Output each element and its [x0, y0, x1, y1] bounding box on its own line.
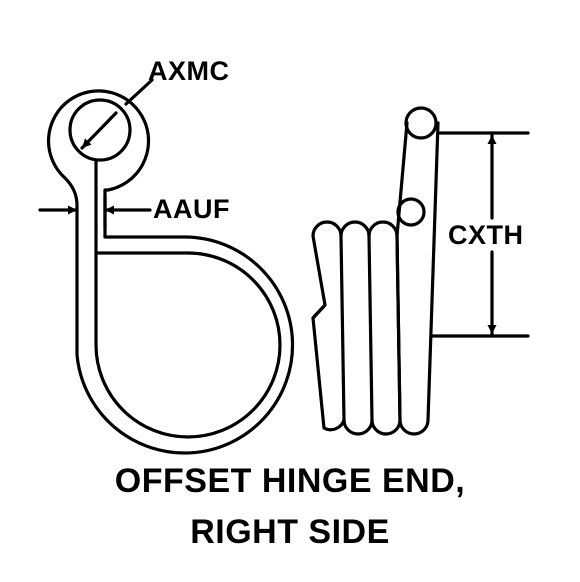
coil-4	[395, 121, 440, 436]
axmc-label: AXMC	[148, 56, 230, 86]
coil-1-break	[311, 303, 327, 320]
wire-end-middle	[396, 197, 426, 227]
caption-line-1: OFFSET HINGE END,	[114, 462, 466, 500]
axmc-arrow	[80, 111, 118, 150]
coil-3	[367, 220, 402, 436]
axmc-leader	[124, 78, 154, 106]
hinge-end-side-view	[46, 89, 295, 455]
aauf-dimension	[38, 193, 152, 230]
aauf-label: AAUF	[153, 194, 230, 224]
coil-2	[339, 220, 374, 436]
cxth-label: CXTH	[448, 220, 524, 250]
coil-body-front-view	[311, 106, 440, 436]
hinge-outer-outline	[46, 89, 295, 455]
wire-end-top	[404, 106, 438, 140]
cxth-dimension	[430, 131, 530, 338]
coil-1	[311, 220, 346, 432]
caption-line-2: RIGHT SIDE	[190, 513, 390, 551]
eye-hole	[68, 98, 132, 162]
axmc-dimension	[80, 78, 154, 150]
hinge-inner-outline	[94, 158, 282, 439]
